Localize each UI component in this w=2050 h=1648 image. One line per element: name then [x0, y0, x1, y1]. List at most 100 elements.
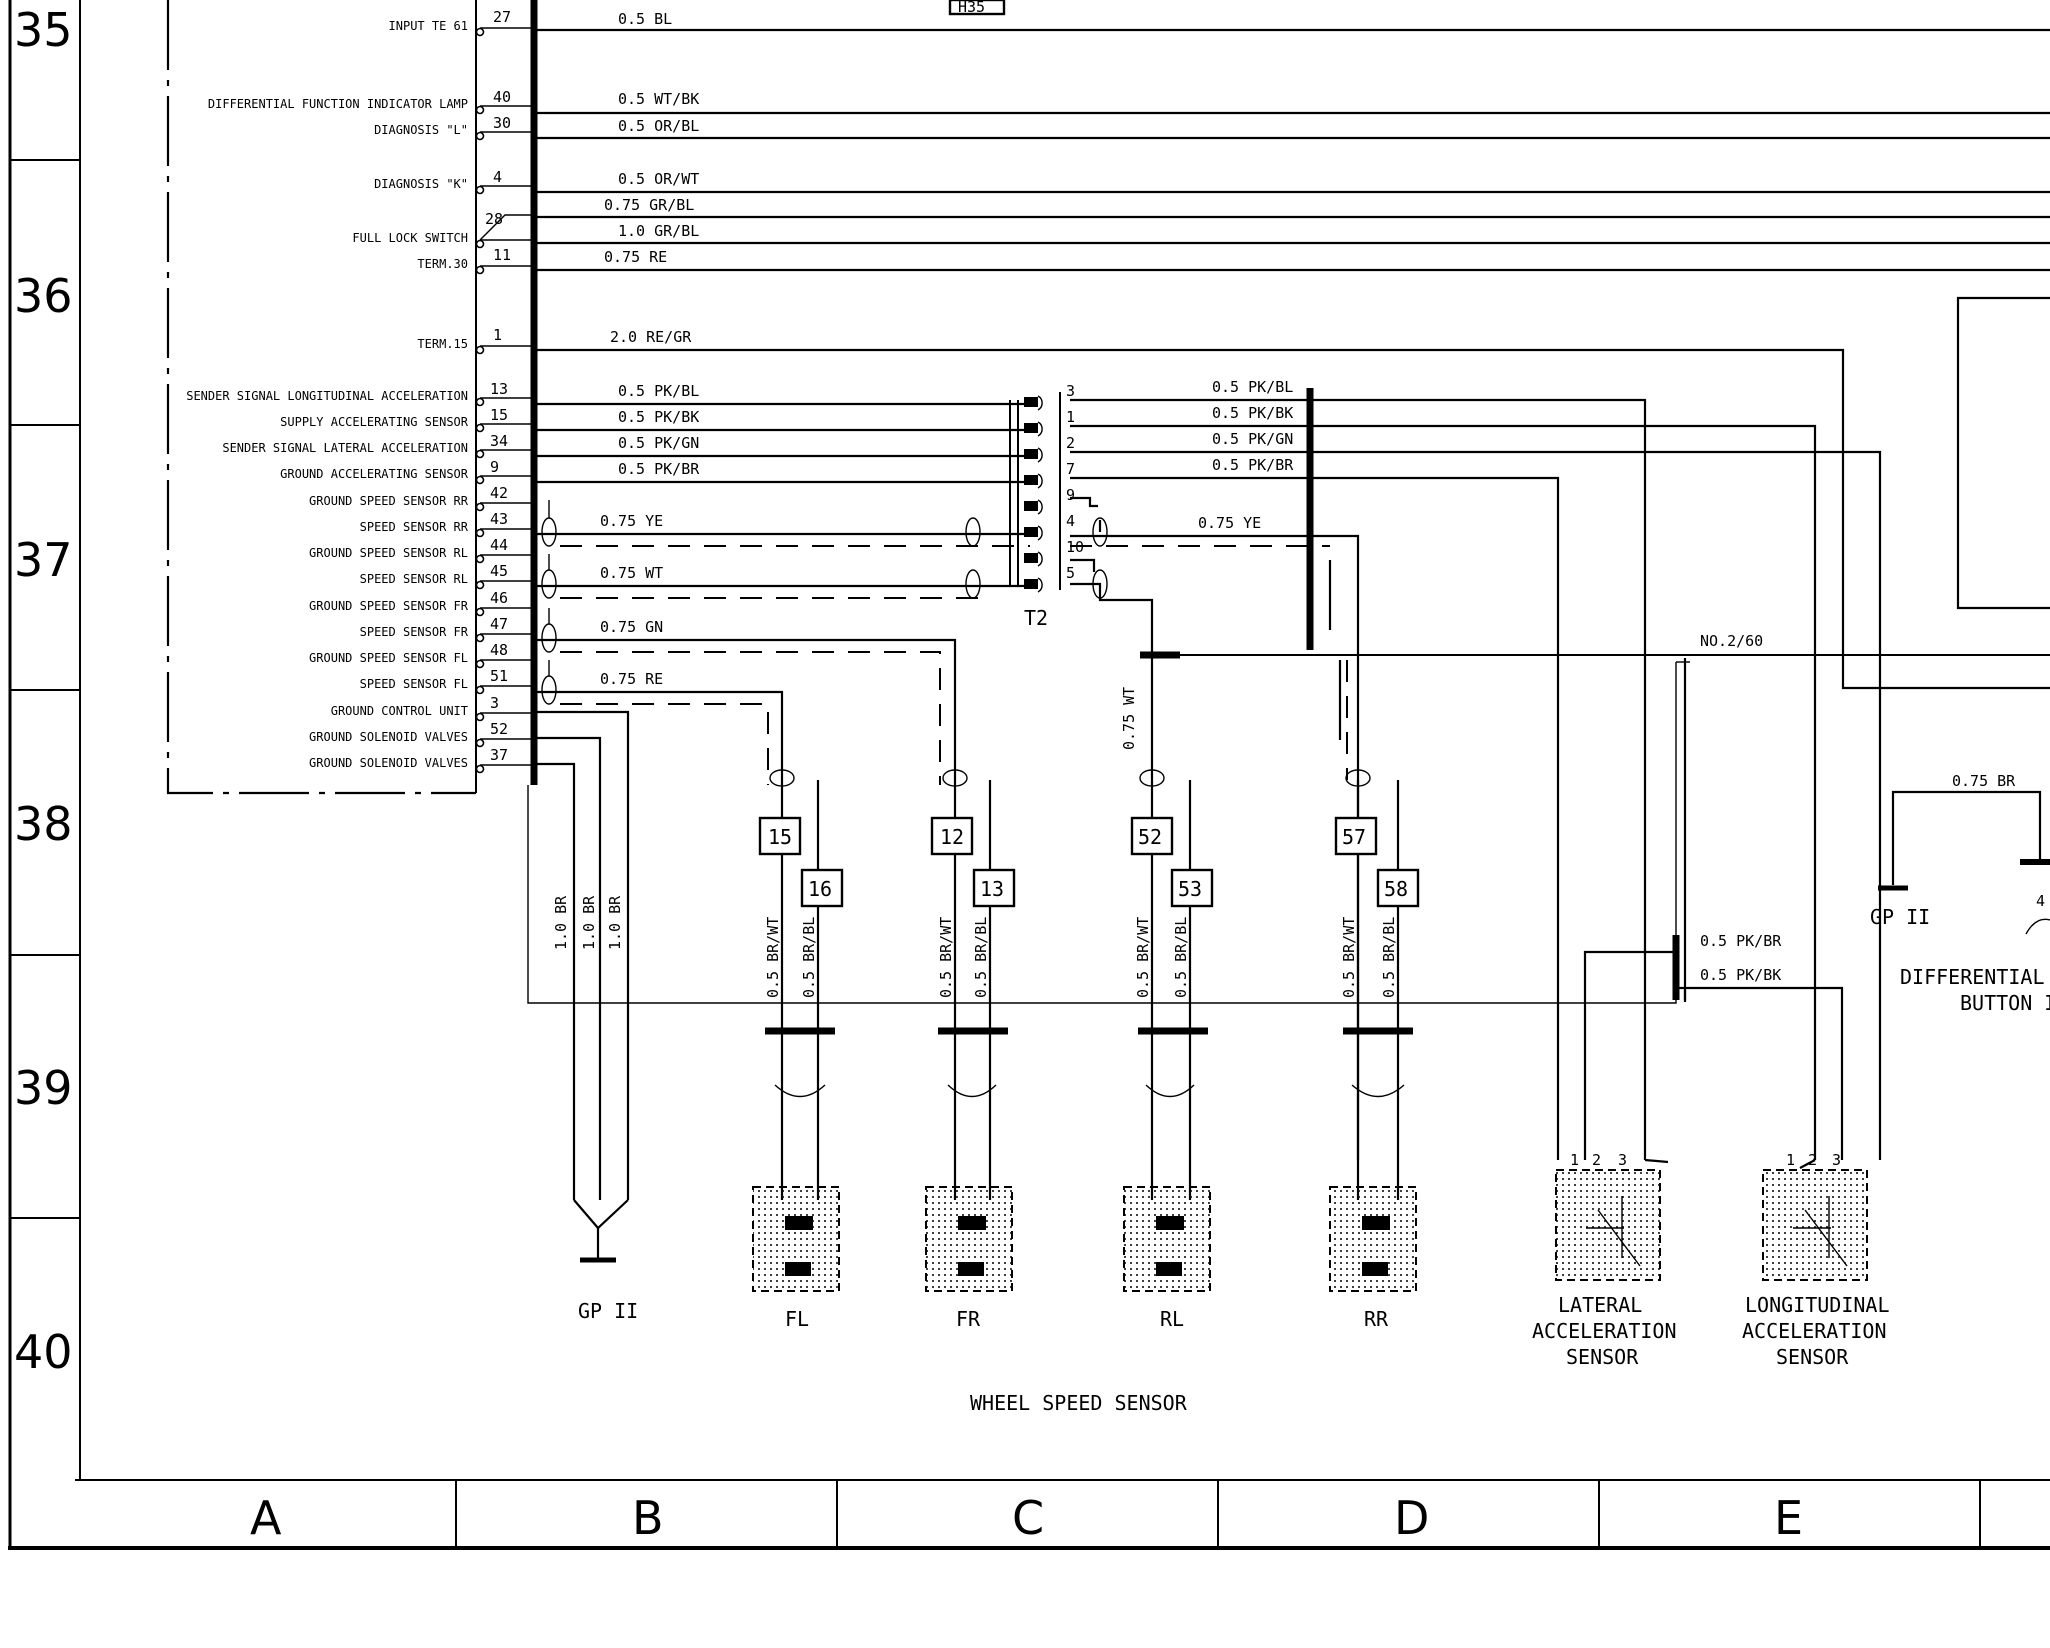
sensor-name: FL: [785, 1307, 809, 1331]
sensor-pin: 16: [808, 877, 832, 901]
pin-number: 42: [490, 484, 508, 502]
pin-number: 40: [493, 88, 511, 106]
pin-label: GROUND SOLENOID VALVES: [309, 730, 468, 744]
pin-number: 47: [490, 615, 508, 633]
wire-label: 0.5 BR/WT: [937, 917, 955, 998]
wire-label: 0.75 WT: [600, 564, 663, 582]
pin-label: GROUND SPEED SENSOR RL: [309, 546, 468, 560]
pin-number: 46: [490, 589, 508, 607]
wire-label: 0.75 GN: [600, 618, 663, 636]
pin-number: 4: [493, 168, 502, 186]
pin-label: GROUND SPEED SENSOR FR: [309, 599, 469, 613]
wire-label: 0.5 PK/BK: [1700, 966, 1781, 984]
sensor-pin: 58: [1384, 877, 1408, 901]
sensor-pin: 2: [1808, 1151, 1817, 1169]
sensor-pin: 57: [1342, 825, 1366, 849]
frame: [8, 0, 2050, 1550]
sensor-name-line: LONGITUDINAL: [1745, 1293, 1890, 1317]
pin-number: 1: [493, 326, 502, 344]
sensor-name-line: LATERAL: [1558, 1293, 1642, 1317]
accel-sensor-wiring: 0.5 PK/BR 0.5 PK/BK: [1583, 932, 1844, 1164]
sensor-pin: 15: [768, 825, 792, 849]
t2-pin: 3: [1066, 382, 1075, 400]
wire-label: 0.5 OR/WT: [618, 170, 699, 188]
pin-number: 13: [490, 380, 508, 398]
wire-label: 0.5 BR/BL: [972, 917, 990, 998]
ground-point-label: GP II: [578, 1299, 638, 1323]
column-letter: B: [632, 1491, 664, 1545]
wire-label: 1.0 BR: [580, 895, 598, 950]
row-number: 38: [14, 797, 73, 851]
wire-label: 0.75 YE: [1198, 514, 1261, 532]
wire-label: 0.5 BR/WT: [764, 917, 782, 998]
differential-button: DIFFERENTIAL C BUTTON I: [1900, 965, 2050, 1015]
row-number: 39: [14, 1061, 73, 1115]
longitudinal-acceleration-sensor: LONGITUDINAL ACCELERATION SENSOR 1 2 3: [1742, 1151, 1890, 1369]
sensor-pin: 1: [1570, 1151, 1579, 1169]
pin-label: SENDER SIGNAL LATERAL ACCELERATION: [222, 441, 468, 455]
lateral-acceleration-sensor: LATERAL ACCELERATION SENSOR 1 2 3: [1532, 1151, 1677, 1369]
sensor-pin: 52: [1138, 825, 1162, 849]
pin-label: GROUND CONTROL UNIT: [331, 704, 468, 718]
wire-label: 0.5 BR/WT: [1134, 917, 1152, 998]
speed-sensor-wires: 0.75 YE 0.75 WT 0.75 GN 0.75 RE NO.2/60: [527, 496, 2050, 1004]
column-letter: A: [250, 1491, 282, 1545]
wire-label: 0.5 PK/BK: [618, 408, 699, 426]
pin-label: SENDER SIGNAL LONGITUDINAL ACCELERATION: [186, 389, 468, 403]
pin-label: INPUT TE 61: [389, 19, 468, 33]
pin-label: SPEED SENSOR RL: [360, 572, 468, 586]
pin-label: GROUND ACCELERATING SENSOR: [280, 467, 469, 481]
pin-number: 30: [493, 114, 511, 132]
t2-pin: 4: [1066, 512, 1075, 530]
sensor-name: FR: [956, 1307, 981, 1331]
pin-label: GROUND SOLENOID VALVES: [309, 756, 468, 770]
t2-connector: 3 1 2 7 9 4 10 5 T2: [1009, 382, 1084, 630]
pin-number: 15: [490, 406, 508, 424]
sensor-name-line: SENSOR: [1566, 1345, 1639, 1369]
wire-label: 1.0 BR: [606, 895, 624, 950]
column-letters: A B C D E: [250, 1491, 1803, 1545]
pin-number: 52: [490, 720, 508, 738]
pin-number: 4: [2036, 892, 2045, 910]
wheel-sensor-rl: 52 53 0.5 BR/WT 0.5 BR/BL RL: [1123, 769, 1214, 1331]
pin-number: 34: [490, 432, 508, 450]
wire-label: 0.5 PK/BR: [618, 460, 700, 478]
ground-wires: 1.0 BR 1.0 BR 1.0 BR GP II: [534, 710, 638, 1323]
sensor-pin: 3: [1618, 1151, 1627, 1169]
wire-label: 0.5 BR/BL: [1172, 917, 1190, 998]
sensor-name: RL: [1160, 1307, 1184, 1331]
pin-number: 28: [485, 210, 503, 228]
wire-label: 0.5 BR/BL: [800, 917, 818, 998]
wire-label: 0.5 PK/BL: [1212, 378, 1293, 396]
sensor-pin: 12: [940, 825, 964, 849]
wire-label: 0.75 WT: [1120, 687, 1138, 750]
pin-number: 9: [490, 458, 499, 476]
wire-label: 2.0 RE/GR: [610, 328, 692, 346]
wire-label: 0.5 PK/BK: [1212, 404, 1293, 422]
wire-label: 0.5 BR/WT: [1340, 917, 1358, 998]
t2-pin: 9: [1066, 486, 1075, 504]
column-letter: C: [1012, 1491, 1044, 1545]
wire-label: 0.5 PK/GN: [1212, 430, 1293, 448]
wire-label: 0.75 RE: [604, 248, 667, 266]
wire-label: 0.5 BR/BL: [1380, 917, 1398, 998]
wheel-sensor-rr: 57 58 0.5 BR/WT 0.5 BR/BL RR: [1329, 769, 1420, 1331]
wire-label: 0.5 WT/BK: [618, 90, 699, 108]
pin-label: SPEED SENSOR FR: [360, 625, 469, 639]
wire-label: 0.75 RE: [600, 670, 663, 688]
right-ground: 0.75 BR GP II 4: [1870, 772, 2050, 935]
pin-number: 27: [493, 8, 511, 26]
pin-number: 45: [490, 562, 508, 580]
sensor-pin: 13: [980, 877, 1004, 901]
pin-label: TERM.30: [417, 257, 468, 271]
pin-label: GROUND SPEED SENSOR RR: [309, 494, 469, 508]
pin-label: DIFFERENTIAL FUNCTION INDICATOR LAMP: [208, 97, 468, 111]
top-connector: [948, 0, 1006, 16]
pin-number: 3: [490, 694, 499, 712]
wire-label: 1.0 BR: [552, 895, 570, 950]
control-unit-pins: INPUT TE 61 27 DIFFERENTIAL FUNCTION IND…: [186, 8, 534, 774]
row-number: 35: [14, 3, 73, 57]
sensor-name-line: ACCELERATION: [1742, 1319, 1887, 1343]
row-number: 37: [14, 533, 73, 587]
